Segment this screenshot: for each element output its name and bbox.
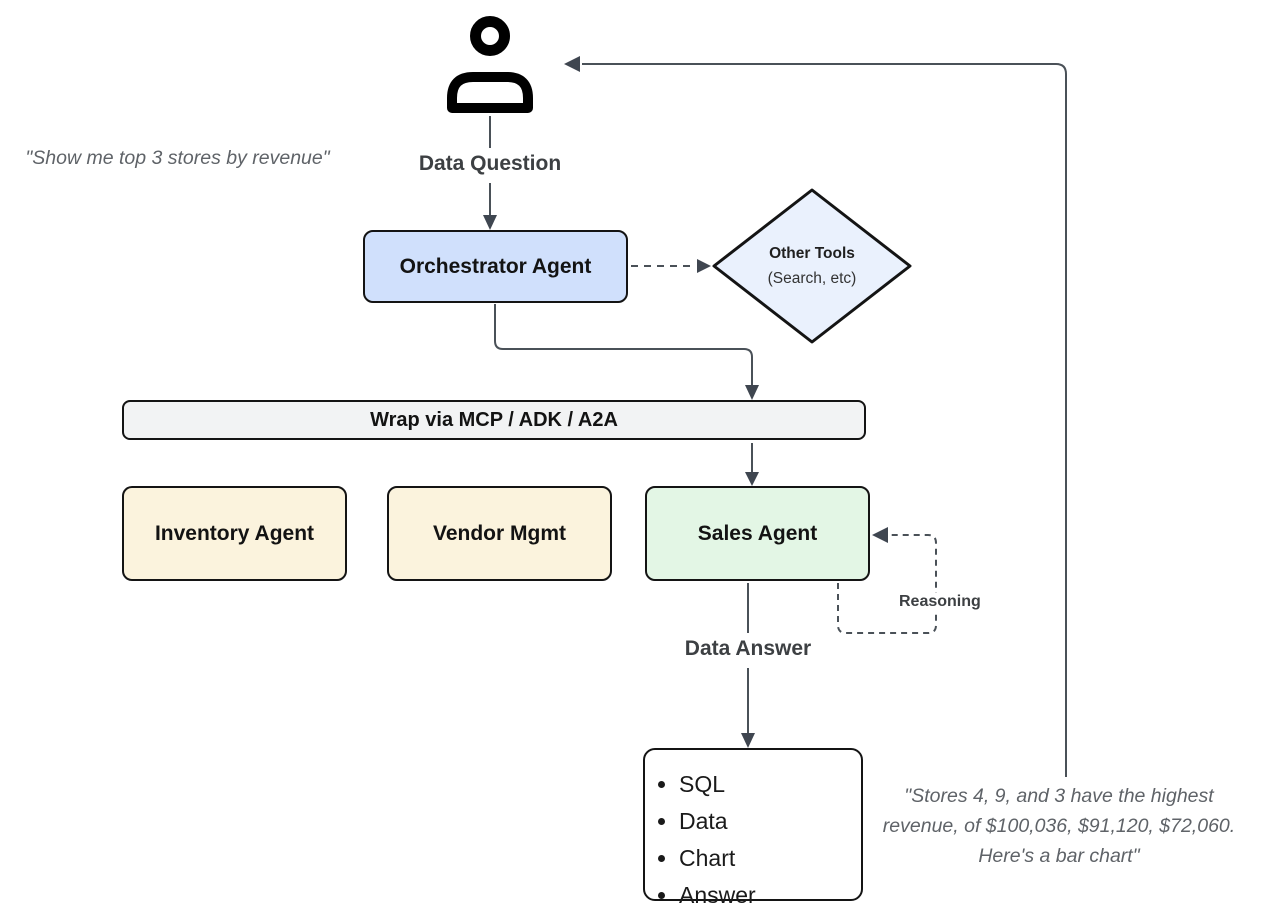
user-query-quote: "Show me top 3 stores by revenue" [25,147,330,169]
node-vendor-mgmt: Vendor Mgmt [387,486,612,581]
node-orchestrator-agent: Orchestrator Agent [363,230,628,303]
label-data-question: Data Question [418,152,562,175]
agent-response-line-1: "Stores 4, 9, and 3 have the highest [904,785,1214,807]
reasoning-loop-arrow [837,527,937,634]
arrow-answer-to-output [741,668,755,748]
other-tools-title: Other Tools [769,245,855,262]
arrow-answer-back-to-user [564,56,1067,777]
output-item-answer: Answer [679,877,756,914]
output-list: SQL Data Chart Answer [645,766,756,914]
agent-response-line-3: Here's a bar chart" [978,845,1140,867]
output-item-data: Data [679,803,756,840]
node-other-tools-label: Other Tools (Search, etc) [732,241,892,291]
node-output-box: SQL Data Chart Answer [643,748,863,908]
arrow-question-to-orchestrator [483,183,497,230]
output-item-sql: SQL [679,766,756,803]
user-person-icon [447,16,533,113]
other-tools-subtitle: (Search, etc) [767,270,857,287]
label-data-answer: Data Answer [684,637,812,660]
arrow-wrap-layer-to-sales [745,443,759,486]
agent-response-line-2: revenue, of $100,036, $91,120, $72,060. [882,815,1236,837]
label-reasoning: Reasoning [896,593,984,611]
arrow-orchestrator-to-wrap-layer [494,304,759,400]
arrow-orchestrator-to-other-tools [631,259,711,273]
output-item-chart: Chart [679,840,756,877]
other-tools-diamond-shape [712,188,912,344]
node-inventory-agent: Inventory Agent [122,486,347,581]
agent-response-quote: "Stores 4, 9, and 3 have the highest rev… [858,781,1260,871]
node-sales-agent: Sales Agent [645,486,870,581]
node-wrap-layer: Wrap via MCP / ADK / A2A [122,400,866,440]
